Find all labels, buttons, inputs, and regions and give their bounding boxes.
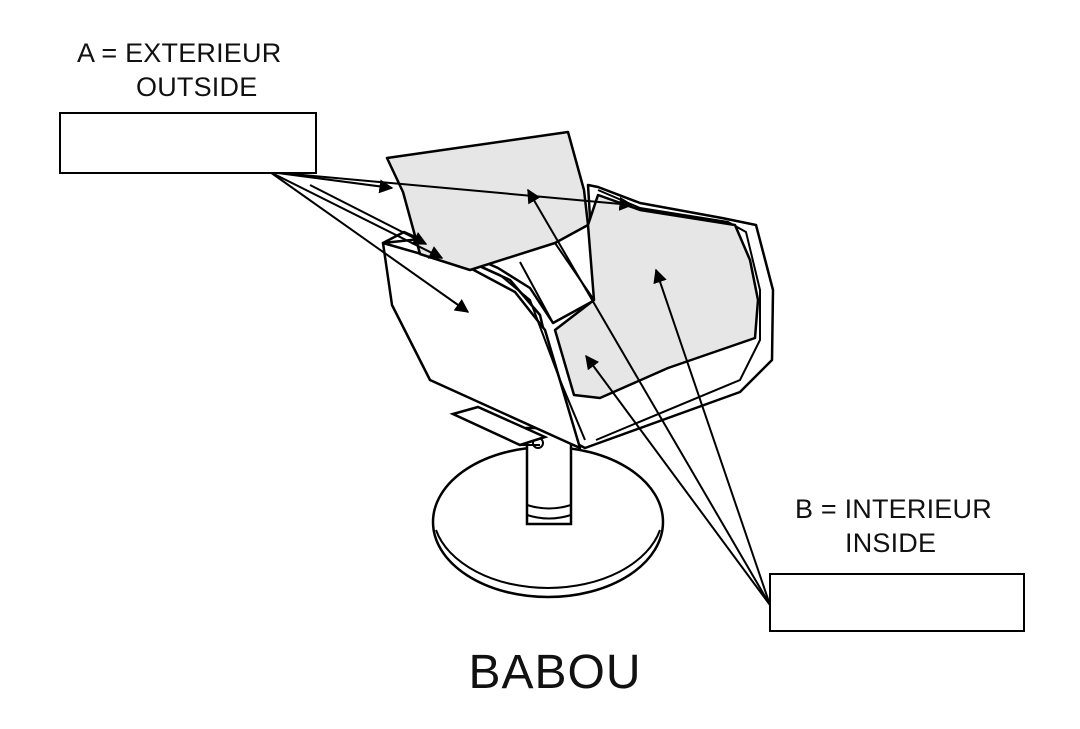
exterior-leader-arrows (269, 171, 634, 313)
interior-label: B = INTERIEUR (795, 494, 992, 524)
chair-pedal (449, 405, 549, 447)
interior-swatch-box (769, 573, 1025, 632)
interior-label-translation: INSIDE (845, 528, 937, 558)
model-name: BABOU (468, 646, 642, 699)
interior-leader-arrows (527, 188, 771, 606)
exterior-swatch-box (59, 112, 317, 174)
chair-interior-seat (519, 193, 760, 400)
exterior-label: A = EXTERIEUR (77, 38, 282, 68)
chair-interior-backrest (385, 130, 590, 272)
exterior-label-translation: OUTSIDE (136, 72, 258, 102)
chair-column (525, 426, 573, 526)
